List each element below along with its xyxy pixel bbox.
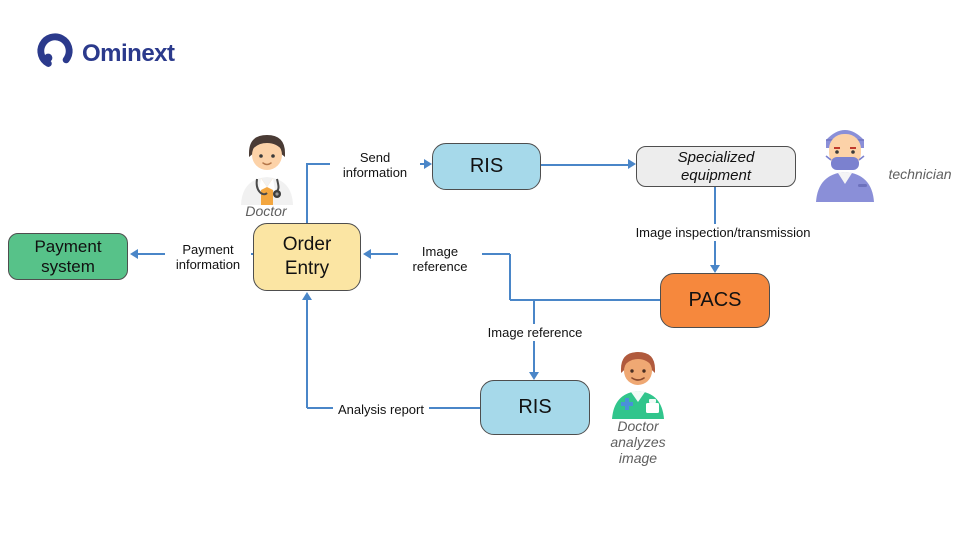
arrowhead-into-ris-top (424, 159, 432, 169)
node-ris-top: RIS (432, 143, 541, 190)
node-specialized-equipment-label: Specialized equipment (677, 148, 755, 184)
node-payment-system-label: Payment system (34, 236, 102, 276)
edge-label-analysis-report: Analysis report (333, 401, 429, 418)
edge-label-image-reference-lower: Image reference (483, 324, 587, 341)
edge-analysis-report-vertical (306, 300, 308, 408)
doctor-green-avatar-caption: Doctor analyzes image (610, 418, 666, 466)
arrowhead-into-order-bottom (302, 292, 312, 300)
node-order-entry-label: Order Entry (282, 234, 332, 279)
arrowhead-into-pacs (710, 265, 720, 273)
node-specialized-equipment: Specialized equipment (636, 146, 796, 187)
brand-name: Ominext (82, 39, 175, 67)
node-payment-system: Payment system (8, 233, 128, 280)
edge-pacs-to-order-bottom-run (510, 299, 660, 301)
edge-label-image-inspection: Image inspection/transmission (628, 224, 818, 241)
node-ris-bottom: RIS (480, 380, 590, 435)
edge-label-image-reference-upper: Image reference (398, 243, 482, 275)
node-order-entry: Order Entry (253, 223, 361, 291)
doctor-avatar (235, 127, 299, 210)
edge-send-information-vertical (306, 164, 308, 223)
arrowhead-into-payment (130, 249, 138, 259)
technician-avatar-caption: technician (888, 166, 952, 182)
doctor-avatar-caption: Doctor (245, 203, 287, 219)
edge-label-payment-information: Payment information (165, 241, 251, 273)
arrowhead-into-order-right (363, 249, 371, 259)
edge-label-send-information: Send information (330, 149, 420, 181)
ominext-logo-icon (34, 30, 76, 77)
edge-ris-to-equipment (541, 164, 628, 166)
doctor-green-avatar (606, 345, 670, 424)
node-ris-top-label: RIS (469, 155, 504, 177)
node-ris-bottom-label: RIS (518, 396, 552, 418)
edge-pacs-to-order-riser (509, 254, 511, 300)
node-pacs-label: PACS (688, 289, 742, 311)
brand-logo: Ominext (34, 30, 175, 77)
arrowhead-into-equipment (628, 159, 636, 169)
arrowhead-into-ris-bottom (529, 372, 539, 380)
node-pacs: PACS (660, 273, 770, 328)
technician-avatar (806, 116, 884, 207)
